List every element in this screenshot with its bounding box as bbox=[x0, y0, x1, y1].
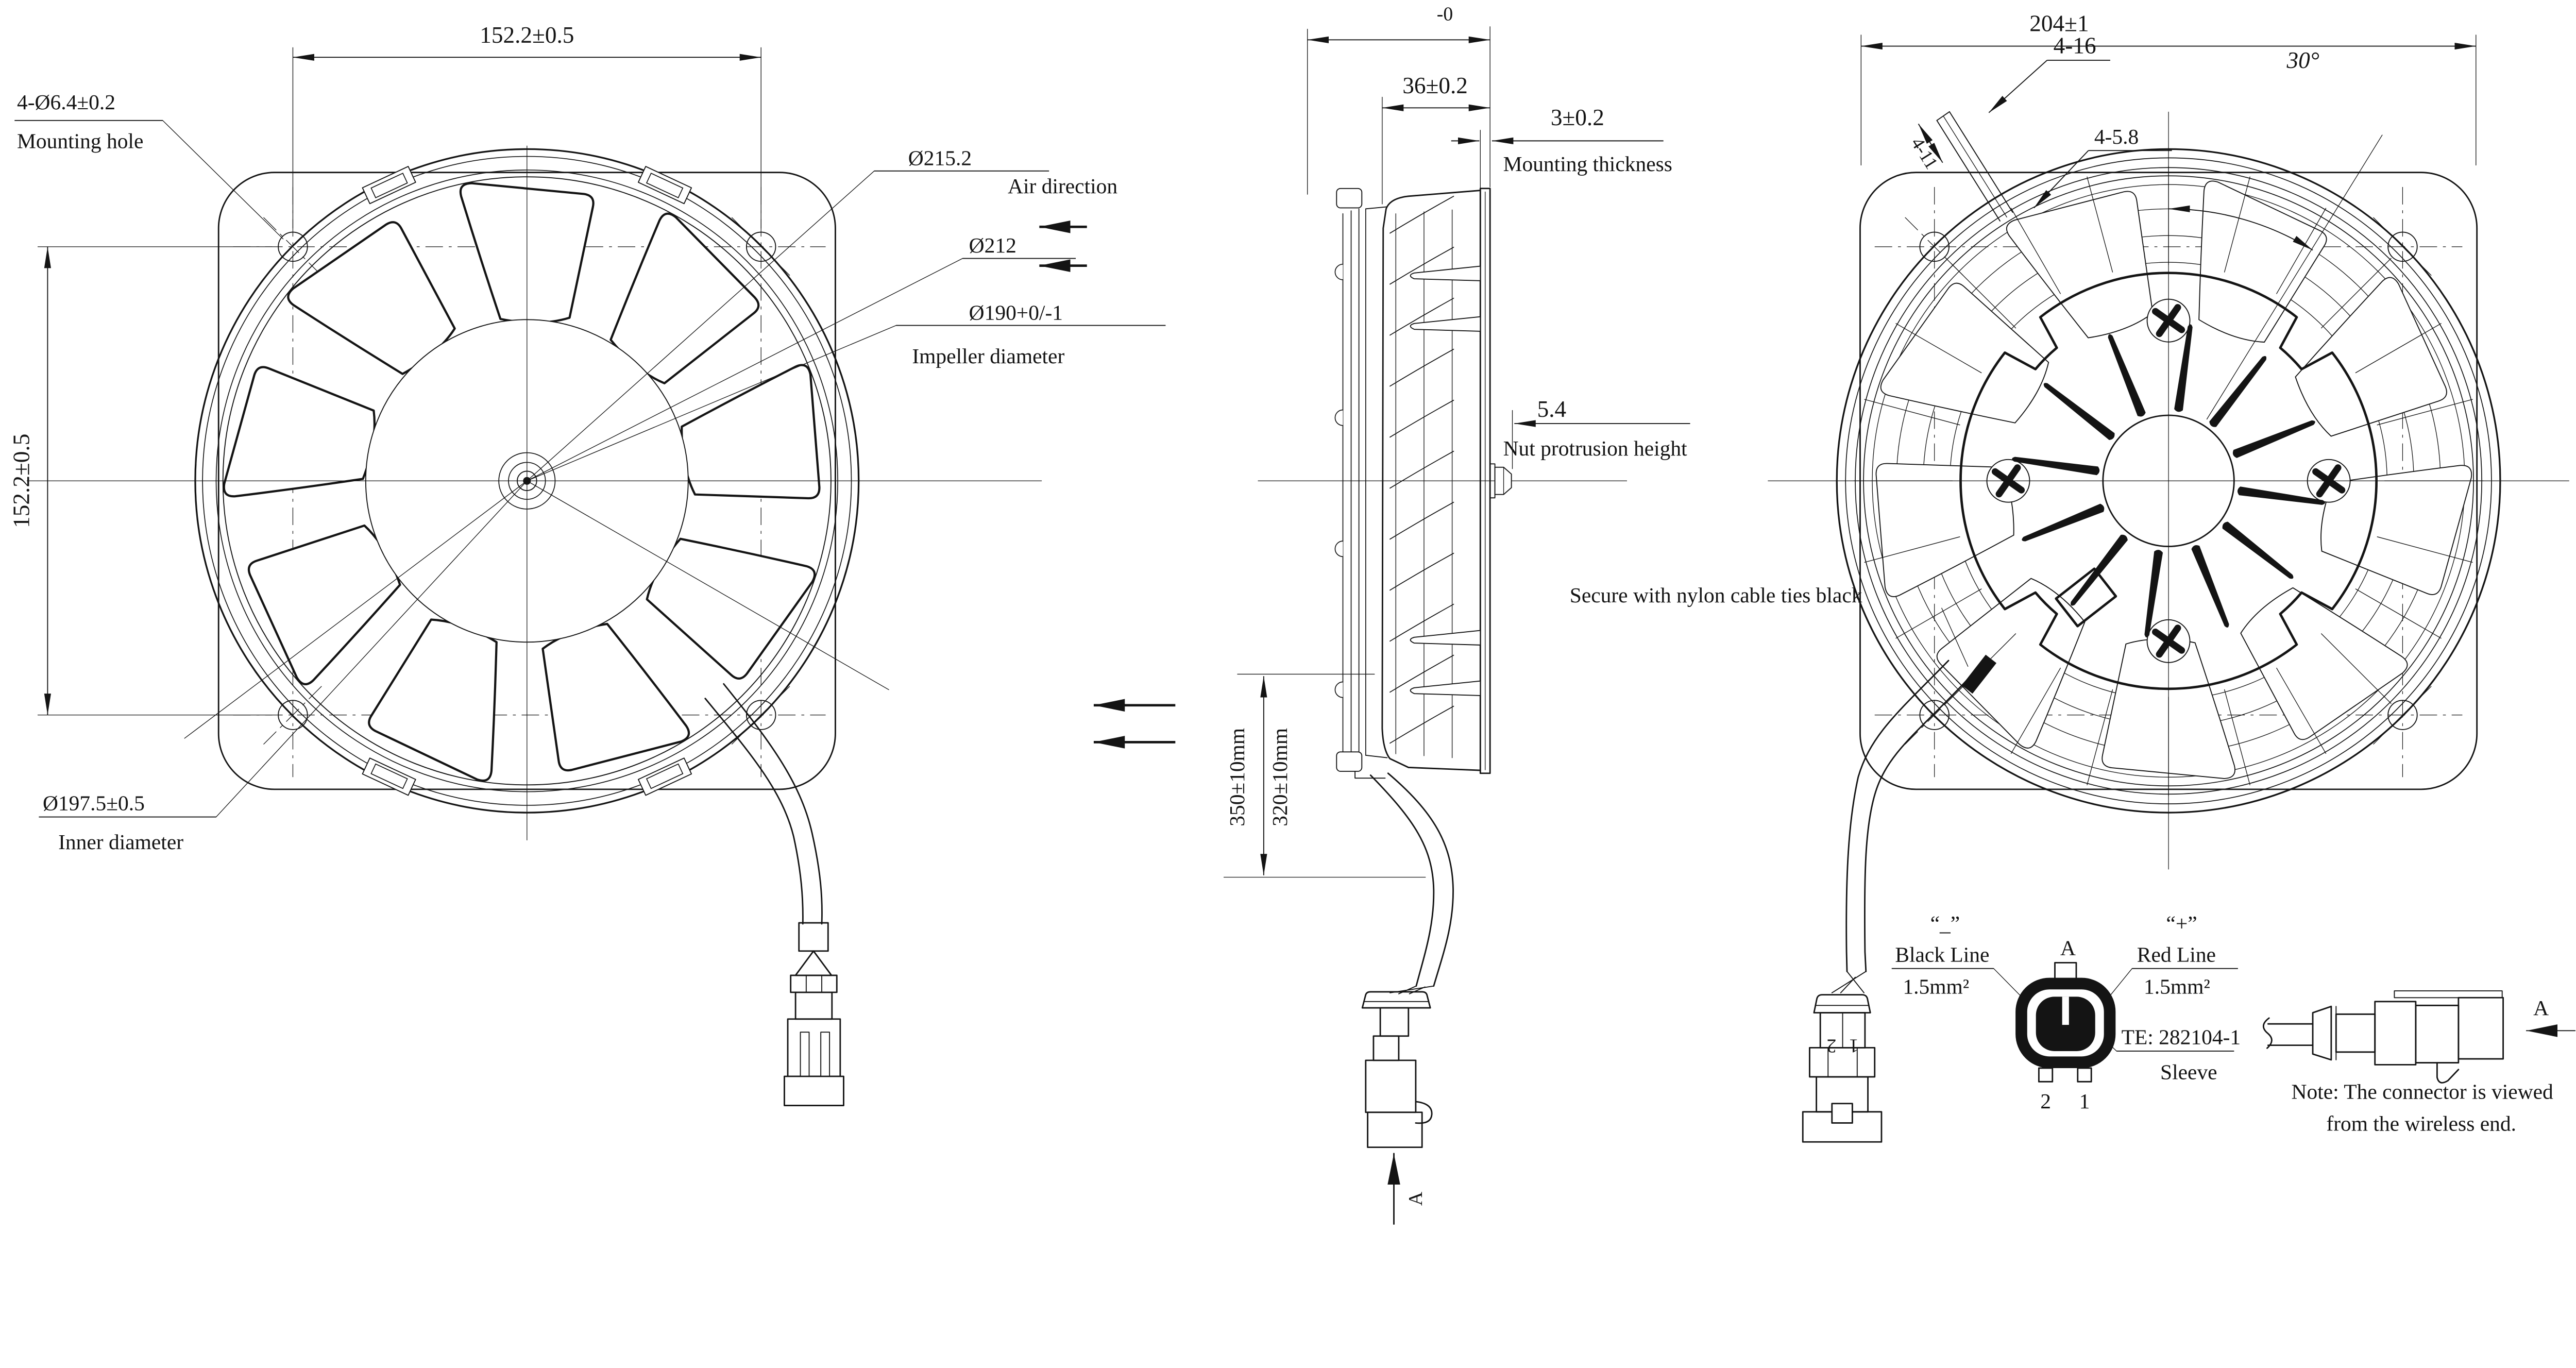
front-view: 152.2±0.5 152.2±0.5 4-Ø6.4±0.2 Mounting … bbox=[9, 22, 1166, 1106]
back-view: 4-11 2 1 204±1 4-16 4-5.8 bbox=[1570, 10, 2569, 1143]
front-centerlines bbox=[26, 145, 1042, 840]
front-leader-lines bbox=[184, 171, 963, 818]
side-dim-nut: 5.4 Nut protrusion height bbox=[1503, 396, 1690, 469]
side-dim-total: -0 bbox=[1307, 4, 1490, 195]
side-dim-plate: 3±0.2 Mounting thickness bbox=[1451, 105, 1672, 191]
side-nut bbox=[1489, 463, 1512, 499]
tab-width-dim-label: 4-11 bbox=[1907, 133, 1942, 173]
air-direction: Air direction bbox=[1008, 174, 1176, 749]
connector-labels: “_” Black Line 1.5mm² A “+” Red Line 1.5… bbox=[1891, 911, 2241, 1084]
connector-note-line1: Note: The connector is viewed bbox=[2292, 1079, 2553, 1103]
side-wire-length-dims: 350±10mm 320±10mm bbox=[1223, 673, 1426, 878]
back-mounting-tab: 4-11 bbox=[1907, 111, 2013, 222]
side-clip-pins bbox=[1410, 265, 1481, 696]
positive-line-label: Red Line bbox=[2137, 943, 2216, 967]
part-name-label: Sleeve bbox=[2160, 1060, 2217, 1084]
dia-inner-label: Ø197.5±0.5 bbox=[43, 791, 145, 815]
side-plate-name-label: Mounting thickness bbox=[1503, 152, 1672, 176]
dia-impeller-name-label: Impeller diameter bbox=[912, 344, 1064, 368]
side-fan-body bbox=[1334, 188, 1481, 779]
dia-outer-label: Ø215.2 bbox=[908, 146, 972, 170]
side-wire-connector bbox=[1361, 991, 1433, 1149]
tab-dim-label: 4-16 bbox=[2054, 33, 2096, 59]
side-wire bbox=[1369, 772, 1454, 994]
wire-length-total-label: 350±10mm bbox=[1225, 728, 1249, 826]
back-tab-callout: 4-16 bbox=[1988, 33, 2110, 113]
front-dim-left-label: 152.2±0.5 bbox=[9, 434, 35, 528]
front-mounting-hole-callout: 4-Ø6.4±0.2 Mounting hole bbox=[14, 90, 284, 240]
mounting-hole-name-label: Mounting hole bbox=[17, 129, 143, 153]
face-view-label: A bbox=[2060, 936, 2076, 959]
part-number-label: TE: 282104-1 bbox=[2122, 1025, 2241, 1049]
wire-pin-2-label: 2 bbox=[1826, 1035, 1836, 1056]
back-slot-callout: 4-5.8 bbox=[2033, 125, 2172, 209]
pin-2-label: 2 bbox=[2040, 1089, 2051, 1113]
back-wire-connector: 2 1 bbox=[1802, 994, 1883, 1143]
connector-detail: 2 1 “_” Black Line 1.5mm² A “+” Red Line… bbox=[1891, 911, 2576, 1136]
side-dim-depth: 36±0.2 bbox=[1382, 73, 1490, 205]
front-dia-callouts: Ø215.2 Ø212 Ø190+0/-1 Impeller diameter … bbox=[39, 146, 1166, 854]
dia-impeller-label: Ø190+0/-1 bbox=[969, 300, 1063, 324]
slot-dim-label: 4-5.8 bbox=[2094, 125, 2139, 148]
side-dim-total-fragment: -0 bbox=[1437, 4, 1453, 25]
cable-tie-note: Secure with nylon cable ties black bbox=[1570, 583, 1969, 667]
wire-pin-1-label: 1 bbox=[1849, 1035, 1859, 1056]
front-wire-connector bbox=[784, 922, 844, 1106]
cable-note-label: Secure with nylon cable ties black bbox=[1570, 583, 1862, 607]
side-dim-depth-label: 36±0.2 bbox=[1402, 73, 1468, 98]
back-dim-width: 204±1 bbox=[1860, 10, 2477, 166]
back-angle-dim: 30° bbox=[2168, 47, 2383, 420]
connector-face: 2 1 bbox=[2015, 961, 2116, 1113]
connector-note: Note: The connector is viewed from the w… bbox=[2292, 1079, 2553, 1135]
wire-length-connector-label: 320±10mm bbox=[1268, 728, 1292, 826]
pin-1-label: 1 bbox=[2079, 1089, 2090, 1113]
fan-engineering-drawing: 152.2±0.5 152.2±0.5 4-Ø6.4±0.2 Mounting … bbox=[8, 3, 2576, 1225]
side-dim-plate-label: 3±0.2 bbox=[1551, 105, 1604, 130]
side-view: A -0 36±0.2 3±0.2 Mounting thickness 5.4… bbox=[1223, 4, 1690, 1225]
front-dim-left: 152.2±0.5 bbox=[9, 246, 273, 716]
front-ring-tabs bbox=[362, 166, 692, 796]
angle-dim-label: 30° bbox=[2286, 47, 2319, 73]
dia-inner-name-label: Inner diameter bbox=[58, 830, 183, 854]
negative-mark-label: “_” bbox=[1930, 911, 1960, 935]
connector-note-line2: from the wireless end. bbox=[2326, 1112, 2516, 1136]
front-dim-top-label: 152.2±0.5 bbox=[480, 22, 574, 48]
side-tabs bbox=[1336, 188, 1386, 779]
back-cable-tie bbox=[1961, 654, 1997, 694]
side-blade-slats bbox=[1389, 195, 1454, 758]
negative-line-label: Black Line bbox=[1895, 943, 1989, 967]
dia-frame-label: Ø212 bbox=[969, 233, 1016, 257]
back-dim-width-label: 204±1 bbox=[2029, 10, 2089, 36]
side-view-arrow-label: A bbox=[1405, 1192, 1427, 1206]
connector-side-view-label: A bbox=[2533, 996, 2549, 1020]
mounting-hole-dim-label: 4-Ø6.4±0.2 bbox=[17, 90, 115, 114]
air-direction-label: Air direction bbox=[1008, 174, 1117, 198]
front-dim-top: 152.2±0.5 bbox=[292, 22, 761, 229]
front-wire bbox=[704, 683, 823, 925]
motor-connector-recess bbox=[2055, 567, 2117, 628]
negative-gauge-label: 1.5mm² bbox=[1903, 975, 1969, 999]
positive-mark-label: “+” bbox=[2166, 911, 2197, 935]
side-view-arrow: A bbox=[1387, 1153, 1427, 1225]
side-nut-name-label: Nut protrusion height bbox=[1503, 436, 1688, 460]
connector-side-sketch: A bbox=[2262, 990, 2576, 1084]
positive-gauge-label: 1.5mm² bbox=[2144, 975, 2210, 999]
back-wire bbox=[1831, 660, 1969, 993]
side-dim-nut-label: 5.4 bbox=[1537, 396, 1567, 422]
